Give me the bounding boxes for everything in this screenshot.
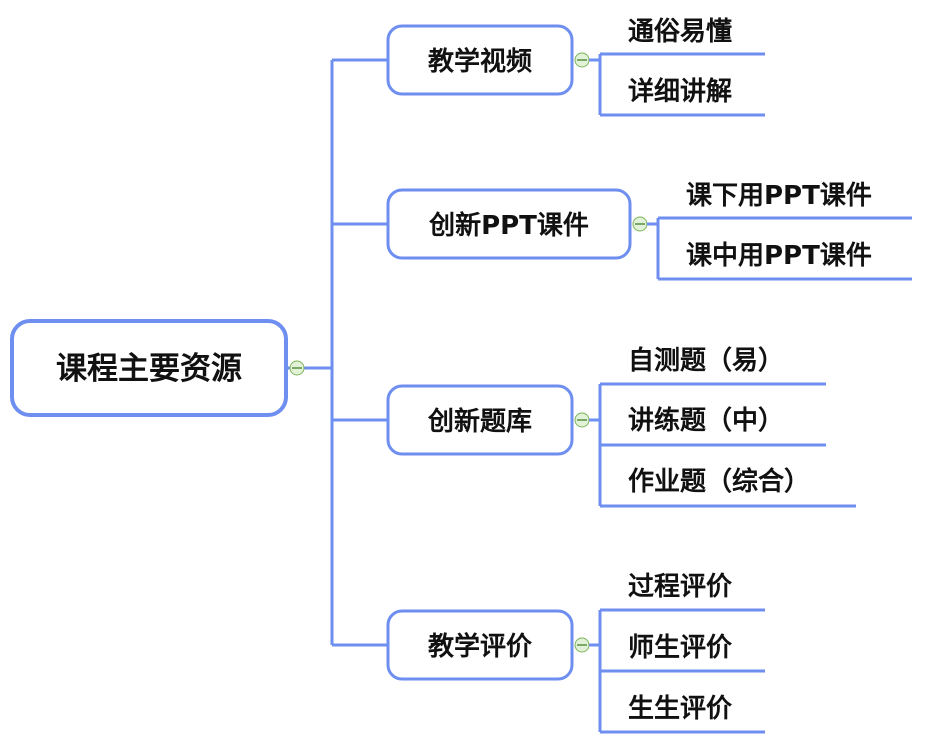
leaf-item[interactable]: 通俗易懂 <box>628 17 732 47</box>
branch-2-leaves: 课下用PPT课件 课中用PPT课件 <box>647 181 912 281</box>
collapse-toggle-icon[interactable] <box>289 360 305 376</box>
branch-node-label: 教学视频 <box>428 46 532 77</box>
root-node-box <box>10 319 288 417</box>
branch-node-box <box>386 384 574 456</box>
leaf-item[interactable]: 详细讲解 <box>628 76 732 107</box>
branch-node-label: 教学评价 <box>428 631 533 662</box>
branch-node-box <box>386 188 632 260</box>
leaf-item[interactable]: 自测题（易） <box>628 345 784 376</box>
branch-node-label: 创新题库 <box>427 406 532 437</box>
root-connectors <box>286 58 388 647</box>
branch-3-leaves: 自测题（易） 讲练题（中） 作业题（综合） <box>589 345 856 508</box>
leaf-item[interactable]: 师生评价 <box>628 633 733 663</box>
branch-node-1[interactable]: 教学视频 <box>386 24 574 96</box>
leaf-item[interactable]: 课中用PPT课件 <box>686 241 872 271</box>
root-node-label: 课程主要资源 <box>56 351 242 387</box>
branch-node-box <box>386 609 574 681</box>
collapse-toggle-icon[interactable] <box>574 412 590 428</box>
collapse-toggle-icon[interactable] <box>574 52 590 68</box>
branch-node-2[interactable]: 创新PPT课件 <box>386 188 632 260</box>
collapse-toggle-icon[interactable] <box>574 637 590 653</box>
branch-4-leaves: 过程评价 师生评价 生生评价 <box>589 572 765 734</box>
leaf-item[interactable]: 生生评价 <box>628 694 733 724</box>
branch-1-leaves: 通俗易懂 详细讲解 <box>589 17 765 117</box>
leaf-item[interactable]: 课下用PPT课件 <box>686 181 872 211</box>
leaf-item[interactable]: 作业题（综合） <box>628 466 810 497</box>
branch-node-4[interactable]: 教学评价 <box>386 609 574 681</box>
branch-node-3[interactable]: 创新题库 <box>386 384 574 456</box>
collapse-toggle-icon[interactable] <box>632 216 648 232</box>
leaf-item[interactable]: 讲练题（中） <box>628 405 784 436</box>
root-node[interactable]: 课程主要资源 <box>10 319 288 417</box>
leaf-item[interactable]: 过程评价 <box>628 572 733 602</box>
branch-node-label: 创新PPT课件 <box>428 210 589 241</box>
branch-node-box <box>386 24 574 96</box>
